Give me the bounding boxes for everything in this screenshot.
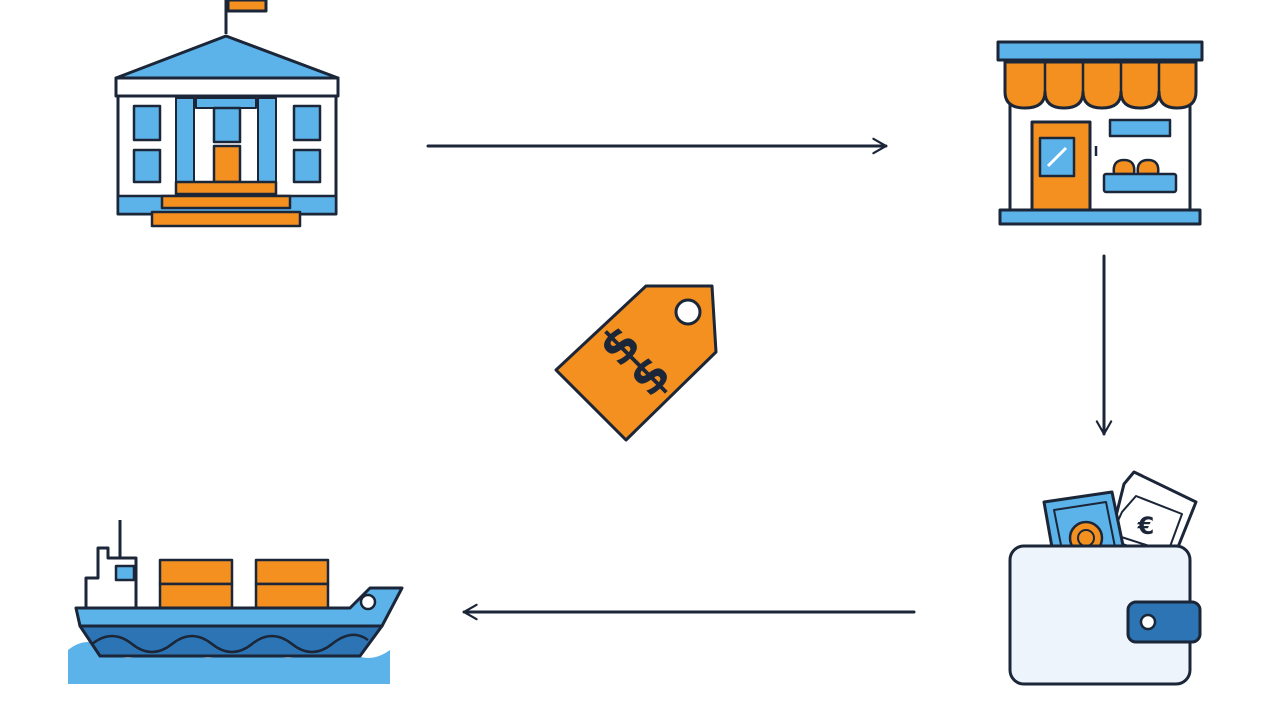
storefront-icon — [996, 40, 1204, 226]
price-tag-icon: $ $ — [554, 284, 718, 442]
wallet-icon: € — [1008, 470, 1202, 686]
euro-symbol: € — [1137, 512, 1155, 540]
bank-building-icon — [114, 0, 340, 228]
cargo-ship-icon — [68, 520, 404, 684]
euro-banknote-icon: € — [1108, 470, 1198, 564]
